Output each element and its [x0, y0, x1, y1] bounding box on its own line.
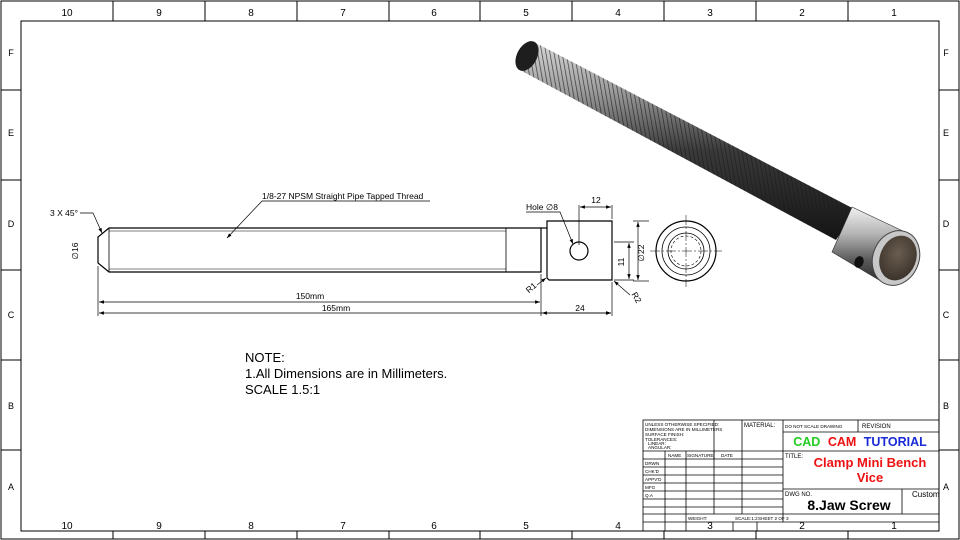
- col-signature: SIGNATURE: [687, 453, 713, 458]
- revision-label: REVISION: [862, 424, 891, 430]
- row-label-left: E: [8, 128, 14, 138]
- note-line-2: SCALE 1.5:1: [245, 382, 320, 397]
- dwg-no-label: DWG NO.: [785, 492, 812, 498]
- row-label-left: D: [8, 219, 15, 229]
- col-label-top: 1: [891, 8, 897, 19]
- hole-note: Hole ∅8: [526, 202, 558, 212]
- radius-r2: R2: [630, 290, 644, 305]
- front-dimensions: [80, 200, 634, 316]
- col-label-bottom: 7: [340, 521, 346, 532]
- col-label-bottom: 6: [431, 521, 437, 532]
- row-label-right: F: [943, 48, 949, 58]
- col-label-top: 5: [523, 8, 529, 19]
- row-label-right: E: [943, 128, 949, 138]
- thread-callout: 1/8-27 NPSM Straight Pipe Tapped Thread: [262, 191, 424, 201]
- row-chkd: CHK'D: [645, 469, 660, 474]
- col-label-top: 9: [156, 8, 162, 19]
- isometric-view: [515, 41, 921, 286]
- row-label-right: C: [943, 310, 950, 320]
- dim-12: 12: [591, 195, 601, 205]
- shaft-diameter: ∅16: [70, 242, 80, 259]
- notes: NOTE: 1.All Dimensions are in Millimeter…: [245, 350, 447, 397]
- row-qa: Q.A: [645, 493, 654, 498]
- dim-150: 150mm: [296, 291, 324, 301]
- do-not-scale: DO NOT SCALE DRAWING: [785, 424, 843, 429]
- row-label-left: A: [8, 482, 14, 492]
- col-label-top: 7: [340, 8, 346, 19]
- unless-line-5: LINEAR:: [648, 441, 666, 446]
- drawing-title-line-1: Clamp Mini Bench: [814, 455, 927, 470]
- col-label-top: 4: [615, 8, 621, 19]
- unless-line-6: ANGULAR:: [648, 445, 672, 450]
- row-appvd: APPV'D: [645, 477, 662, 482]
- radius-r1: R1: [524, 280, 539, 295]
- col-label-top: 8: [248, 8, 254, 19]
- row-label-left: F: [8, 48, 14, 58]
- col-label-bottom: 5: [523, 521, 529, 532]
- threaded-shaft-3d: [515, 41, 856, 240]
- col-label-bottom: 8: [248, 521, 254, 532]
- head-diameter: ∅22: [636, 244, 646, 261]
- unless-line-2: DIMENSIONS ARE IN MILLIMETERS: [645, 427, 722, 432]
- col-date: DATE: [721, 453, 733, 458]
- unless-line-1: UNLESS OTHERWISE SPECIFIED:: [645, 422, 719, 427]
- unless-line-4: TOLERANCES:: [645, 437, 677, 442]
- note-heading: NOTE:: [245, 350, 285, 365]
- head-3d: [831, 206, 921, 286]
- col-label-bottom: 3: [707, 521, 713, 532]
- row-label-left: C: [8, 310, 15, 320]
- col-name: NAME: [668, 453, 681, 458]
- logo-cad: CAD: [793, 435, 820, 449]
- col-label-bottom: 9: [156, 521, 162, 532]
- col-label-top: 3: [707, 8, 713, 19]
- chamfer-note: 3 X 45°: [50, 208, 78, 218]
- col-label-top: 10: [61, 8, 73, 19]
- scale-label: SCALE:1:2: [735, 516, 758, 521]
- col-label-bottom: 2: [799, 521, 805, 532]
- front-view: [97, 220, 613, 281]
- col-label-top: 2: [799, 8, 805, 19]
- front-dimension-text: 3 X 45° 1/8-27 NPSM Straight Pipe Tapped…: [50, 191, 644, 313]
- custom-label: Custom: [912, 490, 940, 499]
- weight-label: WEIGHT:: [688, 516, 707, 521]
- title-block: UNLESS OTHERWISE SPECIFIED: DIMENSIONS A…: [642, 419, 940, 532]
- cross-hole-3d: [854, 256, 864, 268]
- row-label-right: B: [943, 401, 949, 411]
- dim-165: 165mm: [322, 303, 350, 313]
- logo-cam: CAM: [828, 435, 856, 449]
- logo-tutorial: TUTORIAL: [864, 435, 927, 449]
- row-drwn: DRWN: [645, 461, 659, 466]
- title-label: TITLE:: [785, 454, 803, 460]
- row-label-left: B: [8, 401, 14, 411]
- col-label-bottom: 10: [61, 521, 73, 532]
- unless-line-3: SURFACE FINISH:: [645, 432, 684, 437]
- brand-logo: CAD CAM TUTORIAL: [793, 435, 927, 449]
- col-label-bottom: 1: [891, 521, 897, 532]
- col-label-top: 6: [431, 8, 437, 19]
- end-view: [633, 215, 722, 287]
- dim-11: 11: [616, 257, 626, 266]
- material-label: MATERIAL:: [744, 423, 776, 429]
- note-line-1: 1.All Dimensions are in Millimeters.: [245, 366, 447, 381]
- drawing-number: 8.Jaw Screw: [807, 497, 890, 513]
- row-label-right: A: [943, 482, 949, 492]
- row-mfg: MFG: [645, 485, 656, 490]
- row-label-right: D: [943, 219, 950, 229]
- drawing-title-line-2: Vice: [857, 470, 884, 485]
- dim-24: 24: [575, 303, 585, 313]
- sheet-label: SHEET 2 OF 3: [758, 516, 789, 521]
- col-label-bottom: 4: [615, 521, 621, 532]
